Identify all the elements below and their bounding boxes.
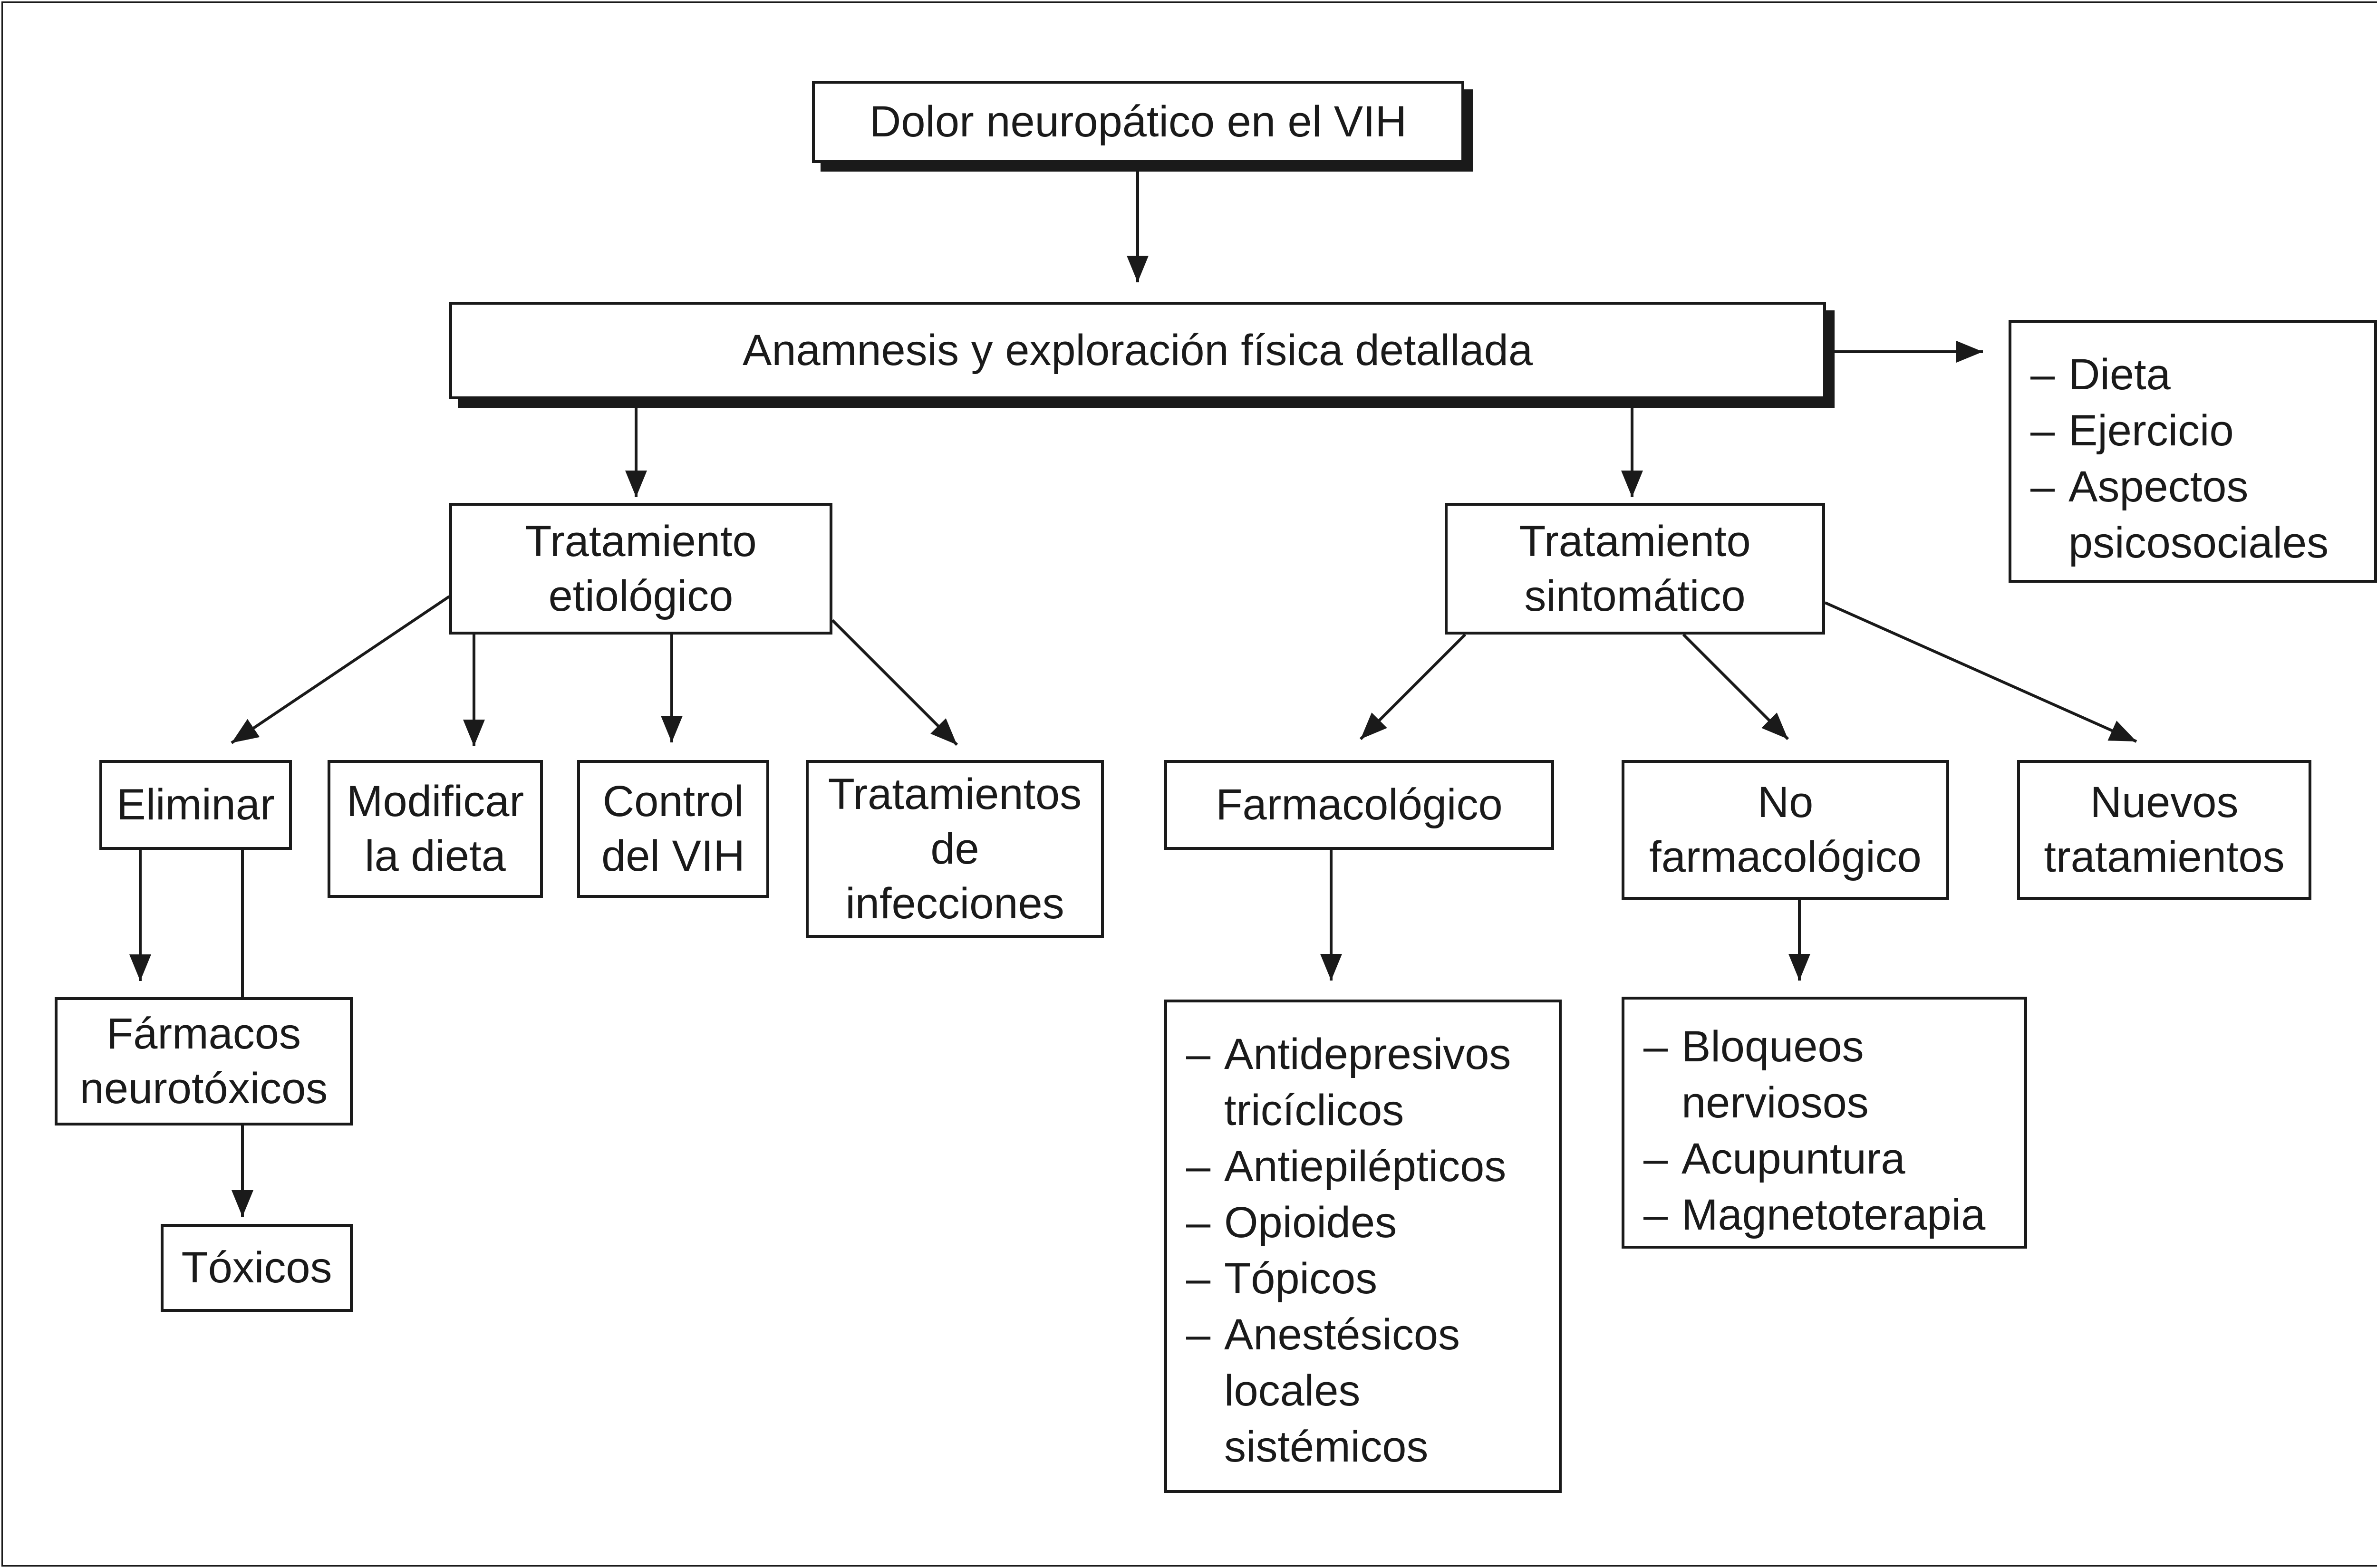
list-item: Magnetoterapia [1643, 1187, 2024, 1243]
list-item: Acupuntura [1643, 1131, 2024, 1187]
toxicos-label: Tóxicos [181, 1243, 332, 1292]
list-item: Opioides [1186, 1194, 1559, 1251]
no-farmacologico-label: No farmacológico [1649, 778, 1922, 881]
root-node-label: Dolor neuropático en el VIH [869, 97, 1407, 146]
list-item: Ejercicio [2030, 403, 2374, 459]
tratamiento-sintomatico-node: Tratamiento sintomático [1445, 503, 1825, 635]
control-vih-label: Control del VIH [601, 777, 745, 880]
farmacologico-list: Antidepresivos tricíclicos Antiepiléptic… [1164, 1000, 1562, 1493]
general-measures-list: Dieta Ejercicio Aspectos psicosociales [2009, 320, 2377, 583]
control-vih-node: Control del VIH [577, 760, 769, 898]
arrow-sintomatico-to-nuevos [1824, 601, 2137, 743]
list-item: Anestésicos locales sistémicos [1186, 1307, 1559, 1475]
modificar-dieta-label: Modificar la dieta [346, 777, 524, 880]
arrow-sintomatico-to-farmacologico [1359, 633, 1467, 741]
list-item: Aspectos psicosociales [2030, 459, 2374, 571]
tratamientos-infecciones-node: Tratamientos de infecciones [806, 760, 1104, 938]
arrow-sintomatico-to-no-farmacologico [1682, 633, 1789, 741]
eliminar-label: Eliminar [116, 780, 275, 829]
nuevos-tratamientos-node: Nuevos tratamientos [2017, 760, 2311, 900]
anamnesis-node-label: Anamnesis y exploración física detallada [742, 326, 1533, 375]
tratamiento-sintomatico-label: Tratamiento sintomático [1519, 517, 1751, 620]
root-node: Dolor neuropático en el VIH [812, 81, 1464, 163]
nuevos-tratamientos-label: Nuevos tratamientos [2044, 778, 2285, 881]
tratamiento-etiologico-label: Tratamiento etiológico [525, 517, 757, 620]
farmacos-neurotoxicos-label: Fármacos neurotóxicos [79, 1010, 328, 1113]
toxicos-node: Tóxicos [161, 1224, 353, 1312]
tratamientos-infecciones-label: Tratamientos de infecciones [828, 770, 1082, 928]
farmacos-neurotoxicos-node: Fármacos neurotóxicos [55, 997, 353, 1125]
anamnesis-node: Anamnesis y exploración física detallada [449, 302, 1826, 399]
tratamiento-etiologico-node: Tratamiento etiológico [449, 503, 832, 635]
farmacologico-node: Farmacológico [1164, 760, 1554, 850]
list-item: Antiepilépticos [1186, 1138, 1559, 1194]
list-item: Antidepresivos tricíclicos [1186, 1026, 1559, 1138]
list-item: Dieta [2030, 346, 2374, 403]
list-item: Bloqueos nerviosos [1643, 1019, 2024, 1131]
no-farmacologico-node: No farmacológico [1622, 760, 1949, 900]
no-farmacologico-list: Bloqueos nerviosos Acupuntura Magnetoter… [1622, 997, 2027, 1249]
eliminar-node: Eliminar [99, 760, 292, 850]
farmacologico-label: Farmacológico [1216, 780, 1503, 829]
arrow-etiologico-to-infecciones [831, 619, 958, 746]
arrow-etiologico-to-eliminar [231, 595, 450, 744]
modificar-dieta-node: Modificar la dieta [328, 760, 543, 898]
list-item: Tópicos [1186, 1251, 1559, 1307]
